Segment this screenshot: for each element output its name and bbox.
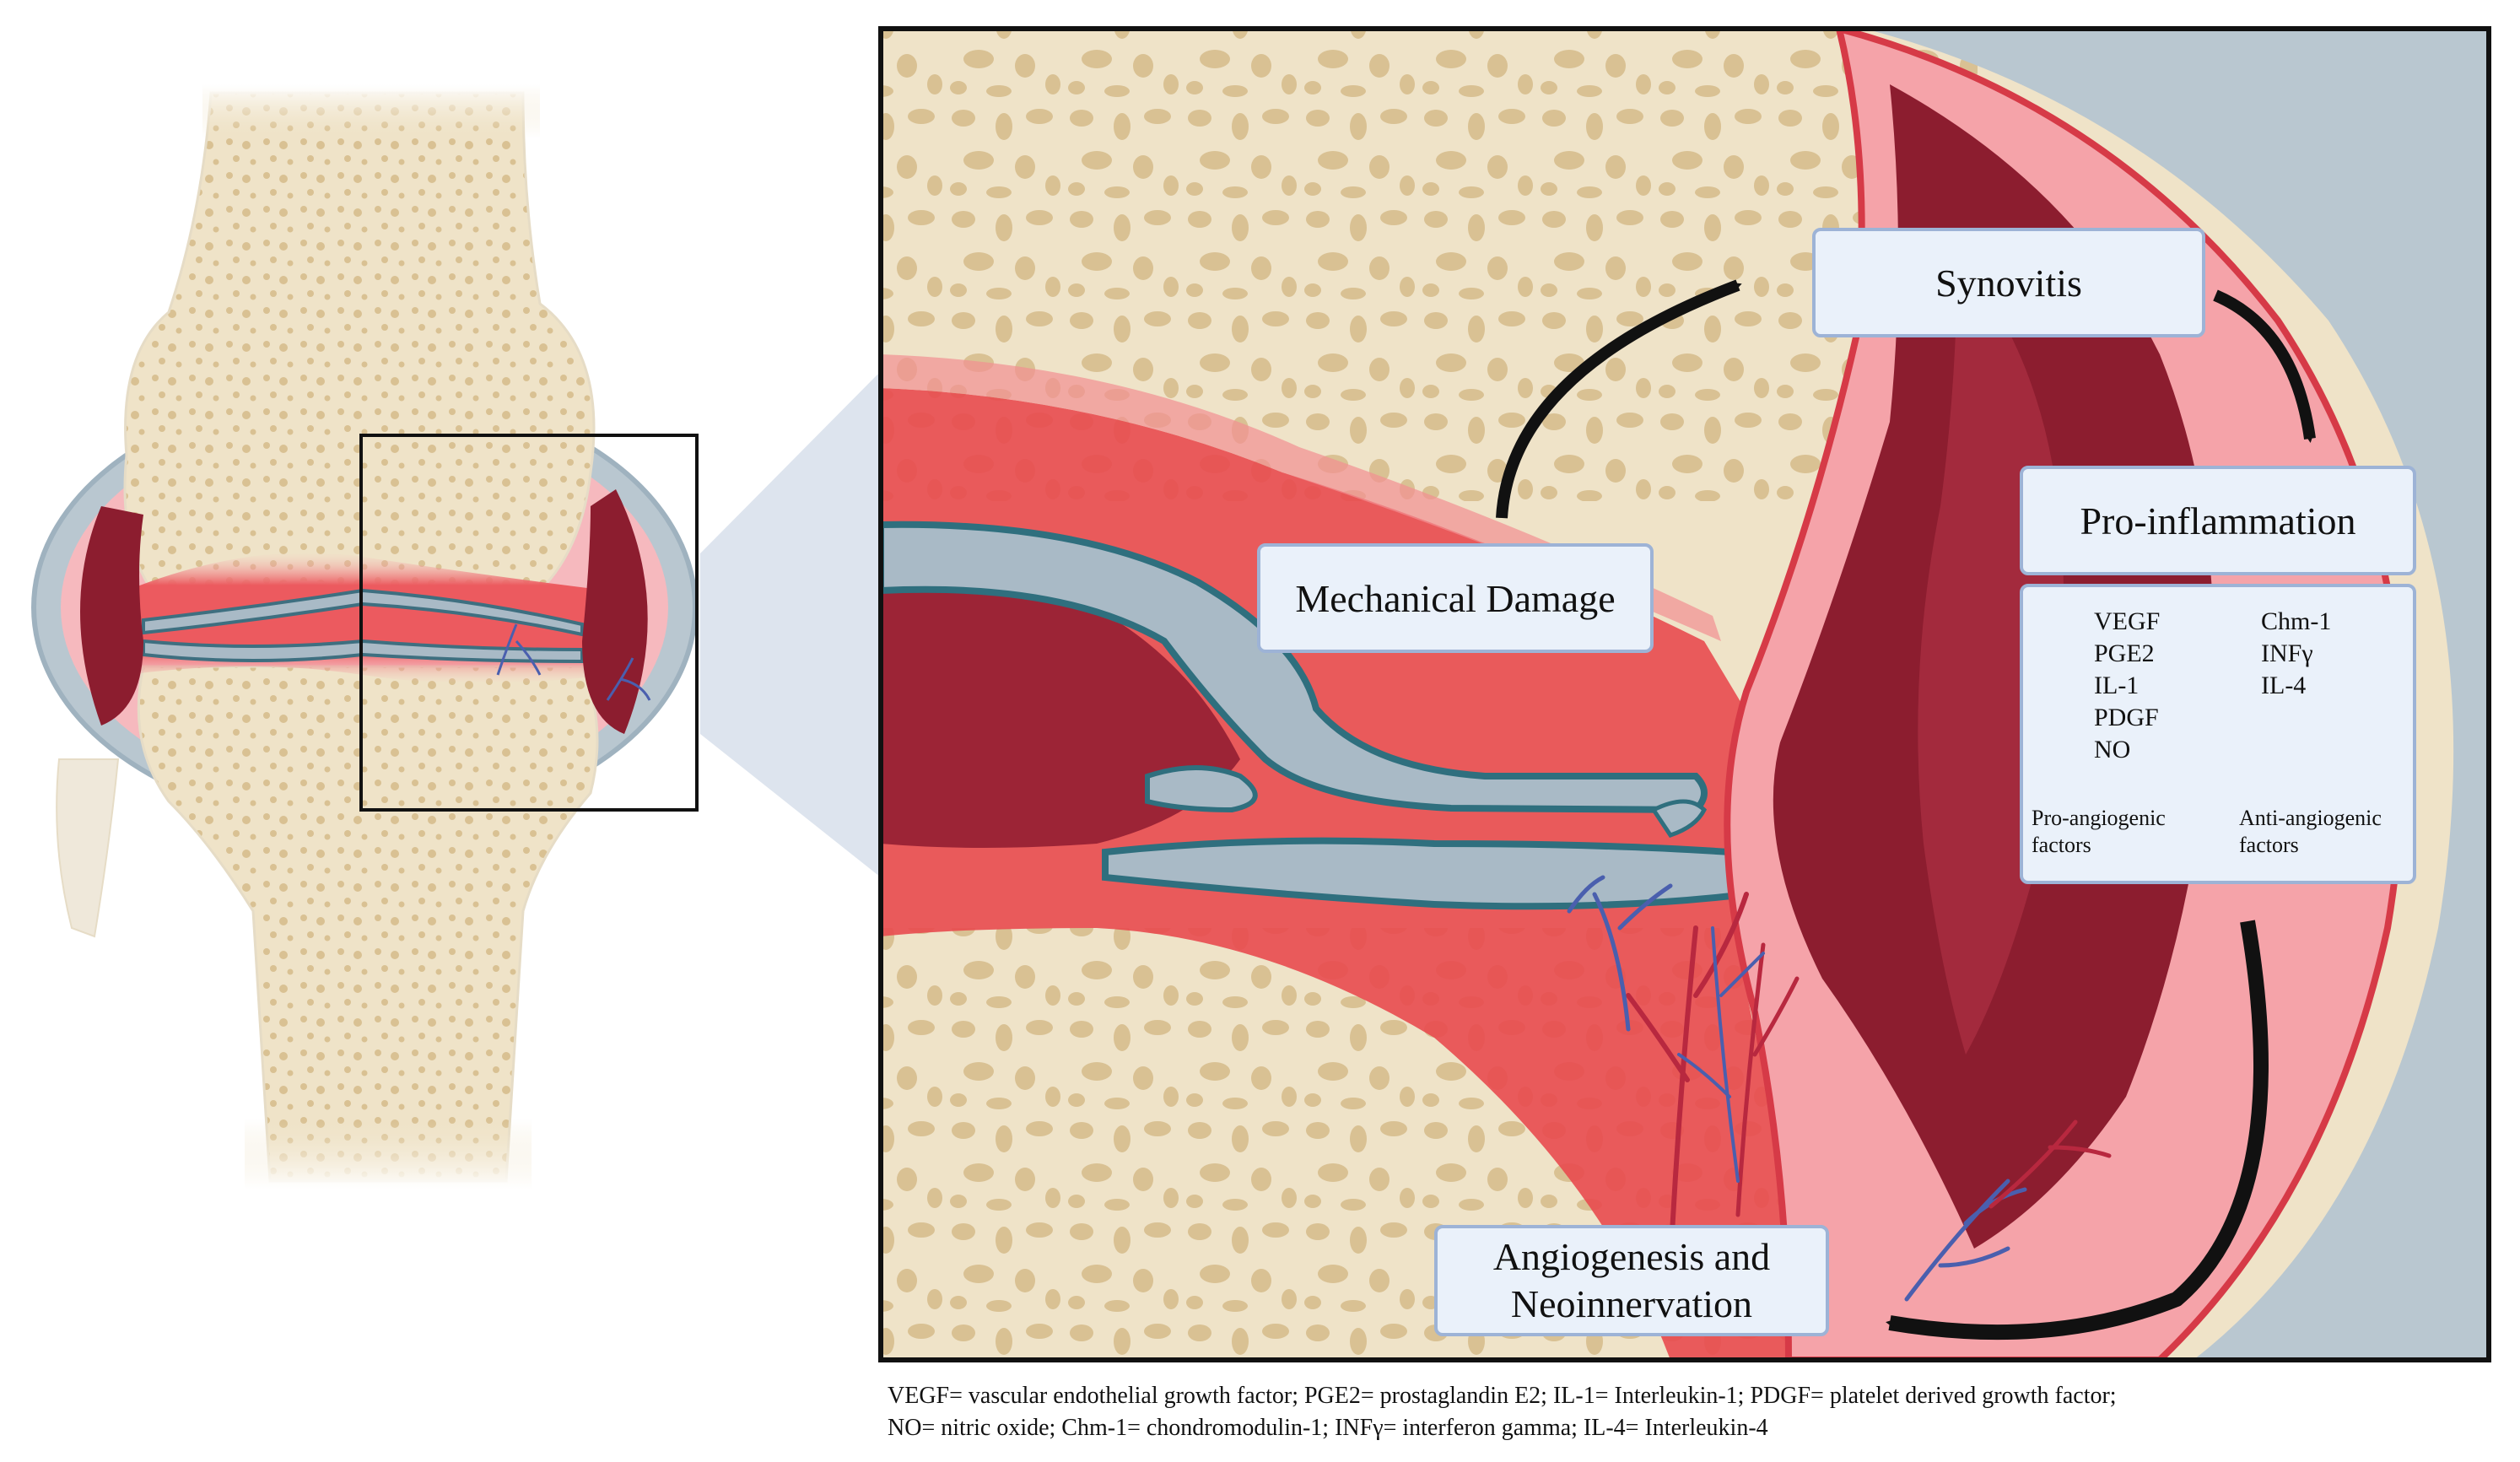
factor-item: IL-4 bbox=[2261, 672, 2307, 699]
synovial-capsule-outer bbox=[1864, 29, 2489, 1360]
pro-angiogenic-caption: Pro-angiogenic factors bbox=[2032, 805, 2166, 859]
angiogenic-factors-box: VEGF PGE2 IL-1 PDGF NO Chm-1 INFγ IL-4 P… bbox=[2020, 584, 2416, 884]
arrow-mechanical-to-synovitis bbox=[1496, 279, 1742, 519]
synovitis-label: Synovitis bbox=[1935, 261, 2082, 305]
factor-item: Chm-1 bbox=[2261, 607, 2332, 635]
synovium-left bbox=[80, 506, 143, 726]
synovitis-label-box: Synovitis bbox=[1812, 228, 2205, 337]
mechanical-damage-label-box: Mechanical Damage bbox=[1257, 543, 1654, 653]
factor-item: IL-1 bbox=[2094, 672, 2140, 699]
mechanical-damage-label: Mechanical Damage bbox=[1295, 576, 1616, 620]
anti-angiogenic-factor-list: Chm-1 INFγ IL-4 bbox=[2261, 606, 2331, 702]
zoomed-panel-frame bbox=[878, 26, 2491, 1362]
anti-angiogenic-caption: Anti-angiogenic factors bbox=[2239, 805, 2382, 859]
factor-item: NO bbox=[2094, 736, 2131, 763]
factor-item: PGE2 bbox=[2094, 639, 2155, 667]
zoom-region-box bbox=[359, 434, 699, 812]
pro-inflammation-label: Pro-inflammation bbox=[2080, 499, 2356, 542]
angiogenesis-label-line2: Neoinnervation bbox=[1510, 1282, 1753, 1325]
arrow-factors-to-angiogenesis bbox=[1886, 920, 2269, 1341]
fibula-bone bbox=[56, 758, 120, 938]
angiogenesis-label-box: Angiogenesis and Neoinnervation bbox=[1434, 1225, 1829, 1336]
caption-line2: NO= nitric oxide; Chm-1= chondromodulin-… bbox=[888, 1415, 1768, 1441]
factor-item: VEGF bbox=[2094, 607, 2161, 635]
zoom-projection bbox=[700, 371, 881, 877]
anti-caption-line2: factors bbox=[2239, 833, 2299, 857]
synovium-right bbox=[582, 489, 648, 734]
caption-line1: VEGF= vascular endothelial growth factor… bbox=[888, 1383, 2117, 1409]
articular-cartilage-upper bbox=[881, 521, 1708, 814]
arrow-synovitis-to-proinflammation bbox=[2213, 289, 2316, 443]
pro-caption-line1: Pro-angiogenic bbox=[2032, 806, 2166, 830]
knee-overview bbox=[31, 84, 881, 1190]
anti-caption-line1: Anti-angiogenic bbox=[2239, 806, 2382, 830]
pro-caption-line2: factors bbox=[2032, 833, 2091, 857]
new-blood-vessels bbox=[1567, 875, 2112, 1302]
angiogenesis-label-line1: Angiogenesis and bbox=[1492, 1235, 1771, 1278]
factor-item: INFγ bbox=[2261, 639, 2313, 667]
pro-inflammation-label-box: Pro-inflammation bbox=[2020, 466, 2416, 575]
figure-abbreviation-caption: VEGF= vascular endothelial growth factor… bbox=[888, 1380, 2490, 1444]
factor-item: PDGF bbox=[2094, 704, 2159, 731]
pro-angiogenic-factor-list: VEGF PGE2 IL-1 PDGF NO bbox=[2094, 606, 2160, 766]
